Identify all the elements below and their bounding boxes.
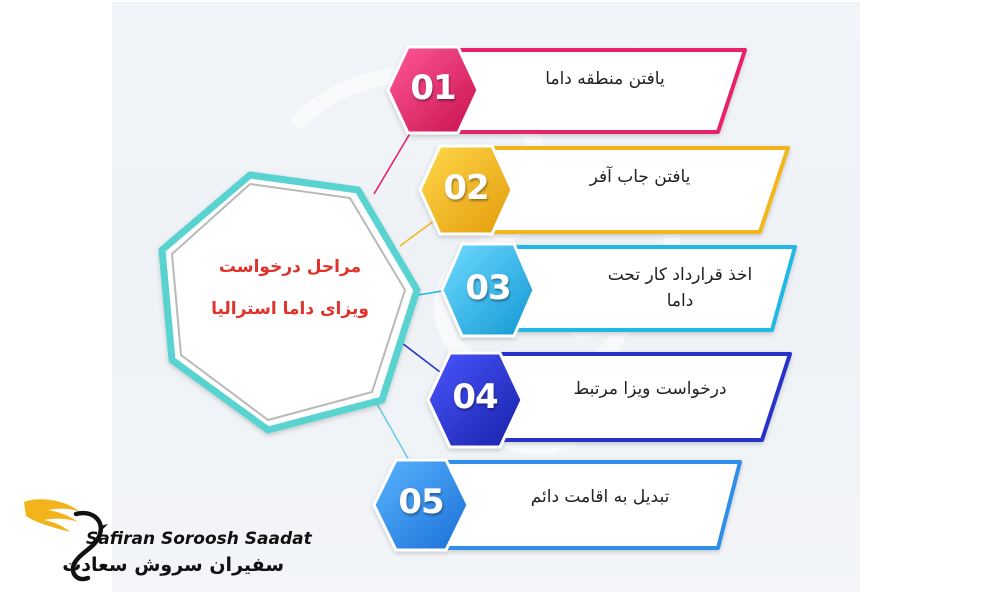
- logo-persian-text: سفیران سروش سعادت: [62, 554, 284, 576]
- connector-05: [371, 394, 411, 463]
- center-title-line2: ویزای داما استرالیا: [211, 299, 369, 319]
- step-number-03: 03: [465, 268, 511, 308]
- step-card-04: [426, 351, 792, 449]
- logo-latin-text: Safiran Soroosh Saadat: [86, 529, 312, 549]
- step-text-05: تبدیل به اقامت دائم: [530, 487, 670, 507]
- step-card-03: [440, 242, 797, 338]
- step-text-04: درخواست ویزا مرتبط: [573, 379, 727, 399]
- badge-hex-04: [426, 351, 524, 449]
- central-heptagon: [158, 171, 421, 434]
- step-text-01: یافتن منطقه داما: [545, 69, 665, 89]
- step-card-05: [372, 458, 742, 552]
- step-text-03: اخذ قرارداد کار تحت داما: [607, 265, 753, 311]
- step-number-04: 04: [452, 377, 498, 417]
- bird-logo-icon: [24, 499, 108, 582]
- step-text-02: یافتن جاب آفر: [589, 167, 691, 187]
- step-number-02: 02: [443, 168, 489, 208]
- connector-01: [373, 129, 413, 195]
- badge-hex-02: [418, 144, 514, 236]
- connector-02: [399, 219, 436, 247]
- badge-hex-03: [440, 242, 536, 338]
- connector-04: [397, 339, 441, 373]
- step-card-01: [386, 45, 747, 135]
- badge-hex-01: [386, 45, 480, 135]
- center-title-line1: مراحل درخواست: [218, 257, 362, 277]
- badge-hex-05: [372, 458, 470, 552]
- step-card-02: [418, 144, 790, 236]
- step-number-05: 05: [398, 482, 444, 522]
- step-number-01: 01: [410, 68, 456, 108]
